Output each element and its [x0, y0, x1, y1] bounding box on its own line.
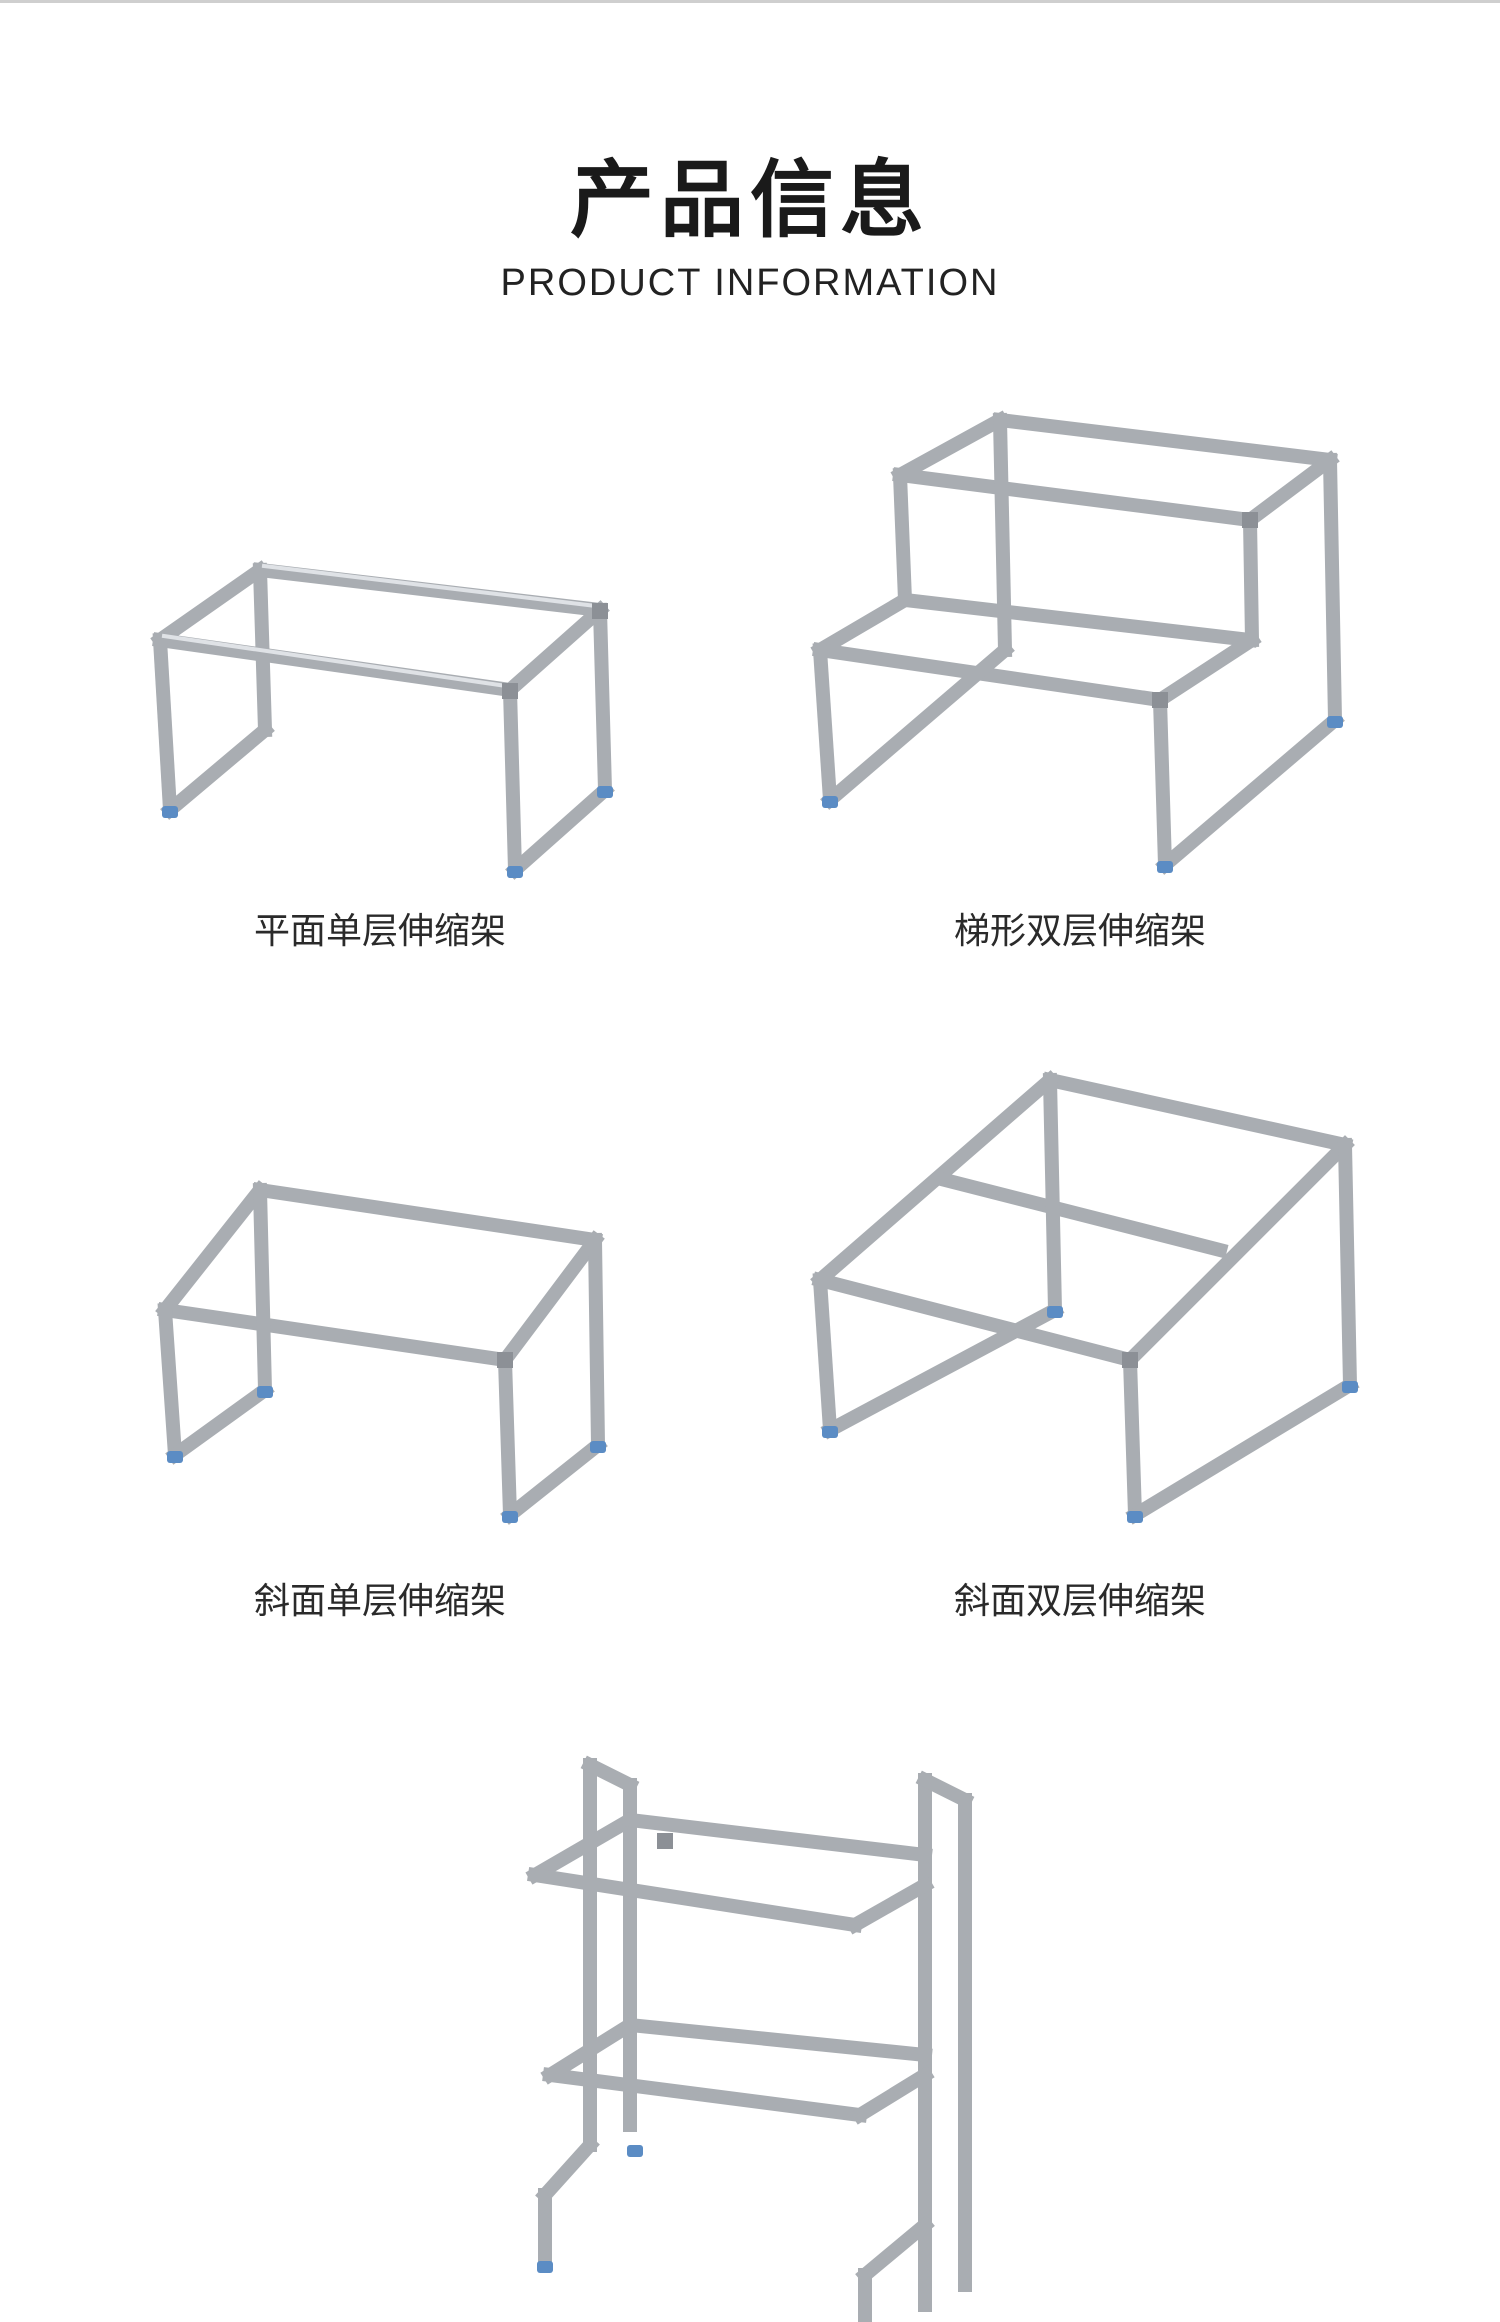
- caption-slanted-double-rack: 斜面双层伸缩架: [953, 1581, 1206, 1622]
- page-title: 产品信息: [569, 151, 930, 249]
- product-flat-single-rack: [140, 540, 620, 890]
- stepped-double-rack-icon: [810, 410, 1345, 875]
- two-tier-wall-rack-icon: [525, 1755, 975, 2322]
- product-slanted-double-rack: [800, 1060, 1370, 1550]
- product-stepped-double-rack: [790, 400, 1370, 890]
- slanted-single-rack-icon: [155, 1180, 608, 1525]
- product-two-tier-wall-rack: [515, 1745, 995, 2322]
- caption-slanted-single-rack: 斜面单层伸缩架: [253, 1581, 506, 1622]
- product-slanted-single-rack: [140, 1170, 620, 1540]
- page-subtitle: PRODUCT INFORMATION: [500, 262, 1000, 304]
- flat-single-rack-icon: [150, 560, 615, 880]
- caption-stepped-double-rack: 梯形双层伸缩架: [953, 911, 1206, 952]
- slanted-double-rack-icon: [810, 1070, 1360, 1525]
- caption-flat-single-rack: 平面单层伸缩架: [253, 911, 506, 952]
- top-divider: [0, 0, 1500, 3]
